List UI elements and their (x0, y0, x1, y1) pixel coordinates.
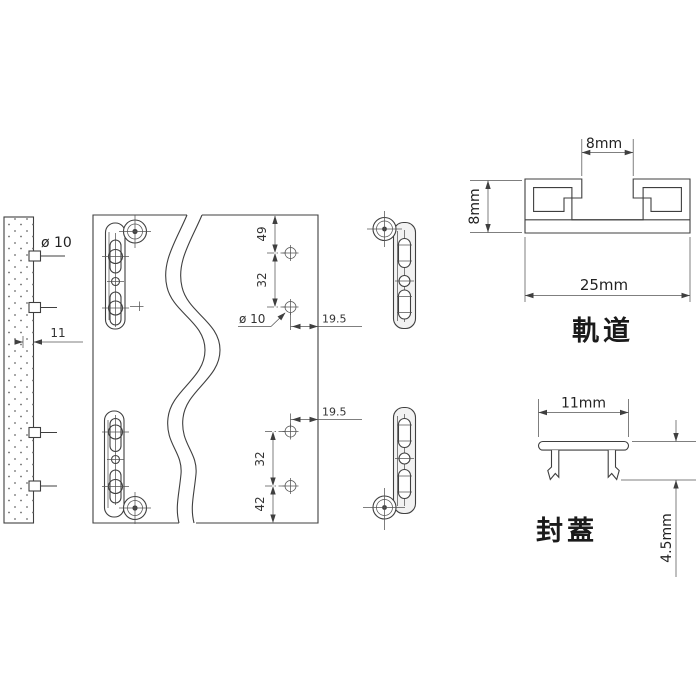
panel-stipple-texture (4, 217, 34, 523)
svg-text:25mm: 25mm (580, 276, 628, 294)
cap-dim-width: 11mm (538, 396, 629, 437)
rail-profile-view: 8mm 8mm 25mm 軌道 (467, 136, 691, 347)
svg-text:32: 32 (253, 451, 267, 466)
dim-hole-dia-leader: ø 10 (238, 310, 288, 327)
side-bracket-bottom (363, 406, 417, 530)
rail-right-slot-cavity (642, 187, 682, 212)
cap-label: 封蓋 (536, 516, 598, 547)
break-lines (165, 214, 221, 524)
dim-42: 42 (253, 486, 276, 523)
svg-text:32: 32 (255, 272, 269, 287)
cap-profile-view: 11mm 4.5mm 封蓋 (536, 396, 696, 577)
panel-thickness-value: 11 (50, 326, 65, 340)
svg-text:8mm: 8mm (467, 188, 483, 224)
panel-section-view: ø 10 11 (3, 216, 83, 524)
dim-32-top: 32 (255, 252, 286, 308)
panel-peg (28, 301, 57, 314)
panel-peg (28, 250, 65, 262)
dim-19-5-top: 19.5 (290, 313, 362, 330)
svg-text:49: 49 (255, 226, 269, 241)
rail-bolt-target (119, 215, 151, 248)
rail-bolt-circle (367, 211, 402, 247)
rail-bolt-target (119, 492, 151, 524)
plate-bracket-top (102, 215, 151, 330)
svg-text:19.5: 19.5 (322, 406, 347, 419)
svg-text:4.5mm: 4.5mm (659, 513, 675, 563)
panel-peg (28, 426, 57, 439)
rail-bolt-circle (363, 488, 405, 530)
cap-dim-height: 4.5mm (621, 420, 696, 577)
dim-32-bottom: 32 (253, 431, 286, 487)
main-plate-view: 49 32 ø 10 19.5 19.5 32 (92, 214, 362, 524)
svg-text:8mm: 8mm (586, 136, 622, 152)
rail-dim-width: 25mm (524, 237, 691, 302)
svg-text:ø 10: ø 10 (239, 312, 265, 326)
rail-left-slot-cavity (533, 187, 573, 212)
plate-bracket-bottom (102, 410, 151, 524)
panel-thickness-dimension: 11 (14, 326, 83, 348)
rail-label: 軌道 (572, 315, 634, 347)
panel-hole-dia-label: ø 10 (41, 235, 72, 251)
panel-peg (28, 480, 57, 492)
svg-text:11mm: 11mm (561, 396, 606, 412)
dim-49: 49 (255, 215, 278, 253)
dim-19-5-bottom: 19.5 (290, 406, 362, 428)
cap-left-leg (547, 450, 560, 481)
datum-mark (130, 301, 144, 311)
rail-dim-height: 8mm (467, 180, 522, 233)
rail-dim-slot-width: 8mm (581, 136, 634, 176)
side-bracket-top (367, 211, 417, 330)
svg-text:42: 42 (253, 496, 267, 511)
cap-right-leg (607, 450, 620, 481)
svg-text:19.5: 19.5 (322, 313, 347, 326)
